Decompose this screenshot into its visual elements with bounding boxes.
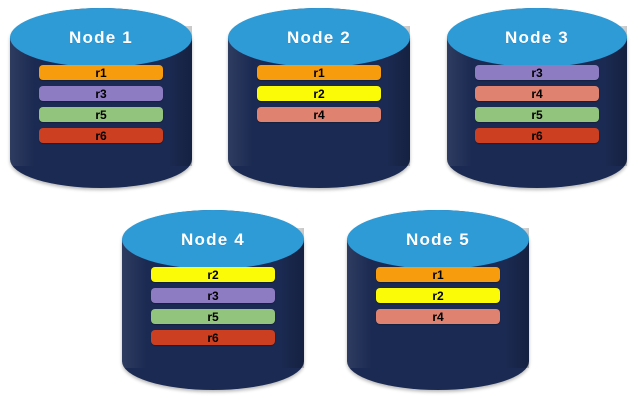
database-node-3[interactable]: Node 3 r3 r4 r5 r6 (447, 8, 627, 188)
replica-bar[interactable]: r4 (257, 107, 381, 122)
database-node-1[interactable]: Node 1 r1 r3 r5 r6 (10, 8, 192, 188)
replica-list: r1 r2 r4 (347, 267, 529, 324)
node-label: Node 2 (287, 27, 351, 47)
replica-list: r1 r2 r4 (228, 65, 410, 122)
replica-bar[interactable]: r3 (39, 86, 163, 101)
replica-bar[interactable]: r1 (376, 267, 500, 282)
replica-bar[interactable]: r1 (257, 65, 381, 80)
node-label: Node 4 (181, 229, 245, 249)
replica-bar[interactable]: r2 (376, 288, 500, 303)
node-label: Node 1 (69, 27, 133, 47)
cylinder-top-ellipse (228, 8, 410, 68)
replica-bar[interactable]: r1 (39, 65, 163, 80)
replica-bar[interactable]: r3 (151, 288, 275, 303)
replica-bar[interactable]: r2 (257, 86, 381, 101)
cylinder-top-ellipse (122, 210, 304, 270)
replica-bar[interactable]: r6 (151, 330, 275, 345)
cylinder-top-ellipse (10, 8, 192, 68)
replica-bar[interactable]: r6 (39, 128, 163, 143)
replica-bar[interactable]: r5 (39, 107, 163, 122)
cylinder-top-ellipse (347, 210, 529, 270)
node-label: Node 3 (505, 27, 569, 47)
replica-bar[interactable]: r6 (475, 128, 599, 143)
cylinder-top-ellipse (447, 8, 627, 68)
replica-bar[interactable]: r5 (151, 309, 275, 324)
database-node-4[interactable]: Node 4 r2 r3 r5 r6 (122, 210, 304, 390)
replica-list: r2 r3 r5 r6 (122, 267, 304, 345)
replica-bar[interactable]: r4 (475, 86, 599, 101)
replica-bar[interactable]: r4 (376, 309, 500, 324)
replica-list: r1 r3 r5 r6 (10, 65, 192, 143)
node-label: Node 5 (406, 229, 470, 249)
replica-bar[interactable]: r2 (151, 267, 275, 282)
replica-list: r3 r4 r5 r6 (447, 65, 627, 143)
database-node-2[interactable]: Node 2 r1 r2 r4 (228, 8, 410, 188)
replica-bar[interactable]: r5 (475, 107, 599, 122)
database-node-5[interactable]: Node 5 r1 r2 r4 (347, 210, 529, 390)
replica-bar[interactable]: r3 (475, 65, 599, 80)
